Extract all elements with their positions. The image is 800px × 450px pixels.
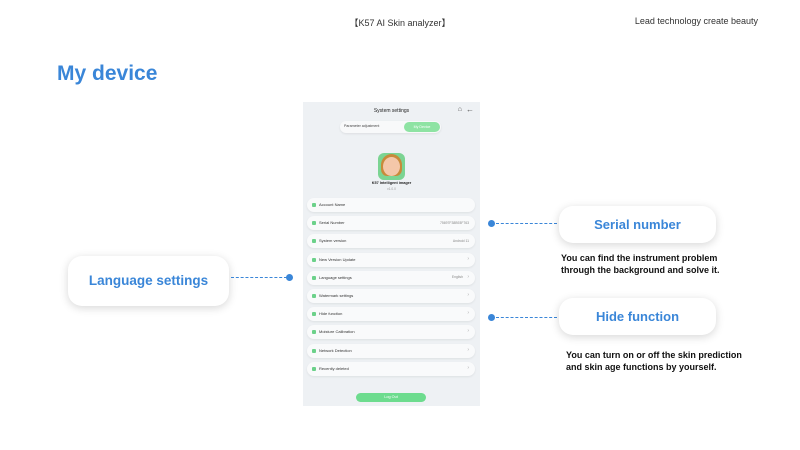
settings-row-label: Moisture Calibration xyxy=(319,329,355,335)
connector-line-hide xyxy=(496,317,557,318)
avatar-face xyxy=(383,157,400,176)
settings-row-value: 75697F38B93F763 xyxy=(439,220,469,225)
chevron-right-icon: › xyxy=(467,346,469,353)
settings-row-label: Hide function xyxy=(319,311,343,317)
settings-row-account-name[interactable]: Account Name xyxy=(307,198,475,212)
network-icon xyxy=(312,348,316,353)
chevron-right-icon: › xyxy=(467,291,469,298)
serial-description: You can find the instrument problem thro… xyxy=(561,252,720,276)
chevron-right-icon: › xyxy=(467,310,469,317)
settings-row-serial-number[interactable]: Serial Number 75697F38B93F763 xyxy=(307,216,475,231)
connector-dot-hide xyxy=(488,314,495,321)
settings-row-label: Serial Number xyxy=(319,220,345,226)
callout-serial-number: Serial number xyxy=(559,206,716,243)
update-icon xyxy=(312,257,316,262)
settings-row-recently-deleted[interactable]: Recently deleted › xyxy=(307,361,475,376)
chevron-right-icon: › xyxy=(467,273,469,280)
connector-dot-language xyxy=(286,274,293,281)
settings-row-label: System version xyxy=(319,238,347,244)
chevron-right-icon: › xyxy=(467,364,469,371)
settings-row-label: Account Name xyxy=(319,202,346,207)
connector-dot-serial xyxy=(488,220,495,227)
settings-row-label: Network Detection xyxy=(319,347,352,353)
logout-button[interactable]: Log Out xyxy=(356,393,426,402)
serial-icon xyxy=(312,221,316,226)
header-tagline: Lead technology create beauty xyxy=(634,16,758,26)
serial-description-line1: You can find the instrument problem xyxy=(561,253,718,263)
system-icon xyxy=(312,239,316,244)
hide-description-line1: You can turn on or off the skin predicti… xyxy=(566,350,742,360)
header-product-title: 【K57 AI Skin analyzer】 xyxy=(349,18,451,28)
settings-row-value: English xyxy=(451,275,463,280)
chevron-right-icon: › xyxy=(467,328,469,335)
settings-row-network-detection[interactable]: Network Detection › xyxy=(307,343,475,358)
settings-list: Account Name Serial Number 75697F38B93F7… xyxy=(307,198,475,380)
page-title: My device xyxy=(57,62,158,85)
device-subtitle: v1.0.0 xyxy=(387,187,396,191)
settings-row-label: New Version Update xyxy=(319,256,356,262)
hide-description-line2: and skin age functions by yourself. xyxy=(566,362,717,372)
settings-row-value: Android 11 xyxy=(452,238,469,243)
device-name: K57 Intelligent imager xyxy=(371,181,412,185)
moisture-icon xyxy=(312,330,316,335)
settings-row-label: Recently deleted xyxy=(319,365,349,371)
settings-row-hide-function[interactable]: Hide function › xyxy=(307,307,475,322)
watermark-icon xyxy=(312,293,316,298)
settings-row-label: Language settings xyxy=(319,274,352,280)
trash-icon xyxy=(312,366,316,371)
connector-line-serial xyxy=(496,223,557,224)
tab-my-device[interactable]: My Device xyxy=(404,122,440,132)
settings-row-moisture-calibration[interactable]: Moisture Calibration › xyxy=(307,325,475,340)
callout-language-settings: Language settings xyxy=(68,256,229,306)
settings-row-system-version[interactable]: System version Android 11 xyxy=(307,234,475,249)
device-screen-title: System settings xyxy=(373,108,410,114)
avatar xyxy=(378,153,405,180)
device-tab-switch: Parameter adjustment My Device xyxy=(340,121,441,133)
settings-row-watermark-settings[interactable]: Watermark settings › xyxy=(307,288,475,303)
hide-icon xyxy=(312,312,316,317)
chevron-right-icon: › xyxy=(467,255,469,262)
home-icon[interactable]: ⌂ xyxy=(457,106,462,113)
tab-parameter-adjustment[interactable]: Parameter adjustment xyxy=(344,124,380,128)
language-icon xyxy=(312,275,316,280)
connector-line-language xyxy=(231,277,287,278)
settings-row-language-settings[interactable]: Language settings English › xyxy=(307,270,475,285)
device-header: System settings ⌂ ← xyxy=(303,104,480,118)
back-arrow-icon[interactable]: ← xyxy=(466,105,474,114)
settings-row-new-version-update[interactable]: New Version Update › xyxy=(307,252,475,267)
device-screenshot: System settings ⌂ ← Parameter adjustment… xyxy=(303,102,480,406)
serial-description-line2: through the background and solve it. xyxy=(561,265,720,275)
user-icon xyxy=(312,203,316,207)
settings-row-label: Watermark settings xyxy=(319,292,354,298)
hide-description: You can turn on or off the skin predicti… xyxy=(566,349,742,373)
callout-hide-function: Hide function xyxy=(559,298,716,335)
